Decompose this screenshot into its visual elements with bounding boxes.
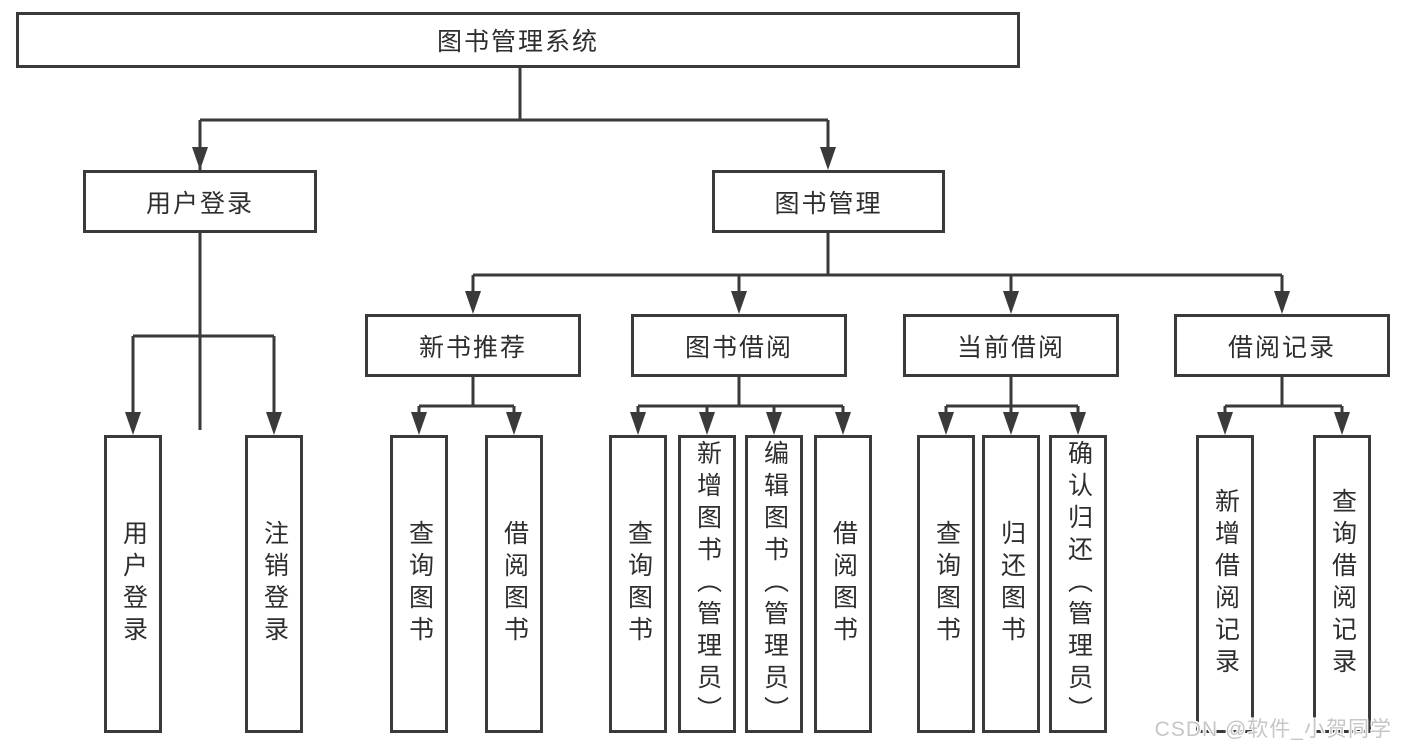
leaf-label: 新增借阅记录 <box>1211 488 1240 680</box>
csdn-watermark: CSDN @软件_小贺同学 <box>1154 718 1392 741</box>
leaf-label: 确认归还（管理员） <box>1064 440 1093 728</box>
node-label: 图书借阅 <box>684 333 793 362</box>
node-book-borrowing: 图书借阅 <box>631 314 847 377</box>
leaf-label: 新增图书（管理员） <box>693 440 722 728</box>
node-book-management: 图书管理 <box>712 170 945 233</box>
leaf-user-login: 用户登录 <box>104 435 162 733</box>
node-label: 当前借阅 <box>956 333 1065 362</box>
leaf-add-books-admin: 新增图书（管理员） <box>678 435 736 733</box>
leaf-label: 注销登录 <box>260 520 289 648</box>
leaf-add-borrow-record: 新增借阅记录 <box>1196 435 1254 733</box>
leaf-confirm-return-admin: 确认归还（管理员） <box>1049 435 1107 733</box>
node-label: 用户登录 <box>145 189 254 218</box>
leaf-label: 借阅图书 <box>500 520 529 648</box>
leaf-label: 用户登录 <box>119 520 148 648</box>
leaf-label: 查询图书 <box>624 520 653 648</box>
leaf-logout: 注销登录 <box>245 435 303 733</box>
leaf-query-books-current: 查询图书 <box>917 435 975 733</box>
node-borrowing-records: 借阅记录 <box>1174 314 1390 377</box>
leaf-label: 归还图书 <box>997 520 1026 648</box>
node-label: 图书管理 <box>774 189 883 218</box>
leaf-query-books-recommend: 查询图书 <box>390 435 448 733</box>
leaf-label: 借阅图书 <box>829 520 858 648</box>
leaf-label: 编辑图书（管理员） <box>760 440 789 728</box>
node-new-book-recommend: 新书推荐 <box>365 314 581 377</box>
arrowheads <box>125 147 1350 435</box>
leaf-borrow-books: 借阅图书 <box>814 435 872 733</box>
leaf-label: 查询借阅记录 <box>1328 488 1357 680</box>
leaf-query-books-borrow: 查询图书 <box>609 435 667 733</box>
node-user-login: 用户登录 <box>83 170 317 233</box>
leaf-edit-books-admin: 编辑图书（管理员） <box>745 435 803 733</box>
node-label: 借阅记录 <box>1227 333 1336 362</box>
node-label: 图书管理系统 <box>436 28 599 56</box>
node-label: 新书推荐 <box>418 333 527 362</box>
leaf-label: 查询图书 <box>932 520 961 648</box>
leaf-label: 查询图书 <box>405 520 434 648</box>
leaf-return-books: 归还图书 <box>982 435 1040 733</box>
leaf-borrow-books-recommend: 借阅图书 <box>485 435 543 733</box>
node-library-management-system: 图书管理系统 <box>16 12 1020 68</box>
leaf-query-borrow-record: 查询借阅记录 <box>1313 435 1371 733</box>
node-current-borrowing: 当前借阅 <box>903 314 1119 377</box>
